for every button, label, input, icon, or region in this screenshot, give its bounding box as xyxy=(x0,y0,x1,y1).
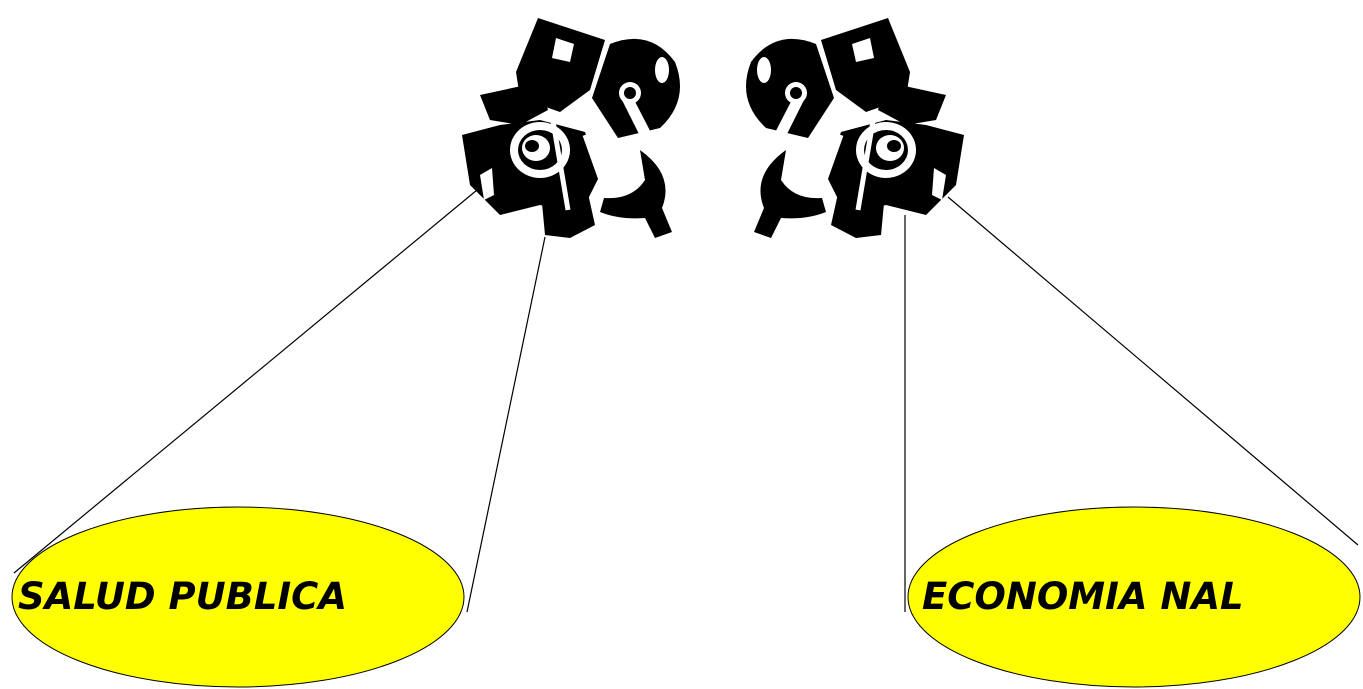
left-beam-inner-line xyxy=(466,236,546,613)
right-lamp-icon xyxy=(746,18,964,238)
right-beam-outer-line xyxy=(947,196,1359,546)
left-lamp-icon xyxy=(462,18,680,238)
right-spot-ellipse xyxy=(907,506,1361,688)
right-spotlight xyxy=(746,18,1361,688)
left-beam-outer-line xyxy=(13,189,478,574)
right-spot-label: ECONOMIA NAL xyxy=(922,575,1244,618)
left-spotlight xyxy=(11,18,680,688)
left-spot-label: SALUD PUBLICA xyxy=(18,575,347,618)
left-spot-ellipse xyxy=(11,506,465,688)
